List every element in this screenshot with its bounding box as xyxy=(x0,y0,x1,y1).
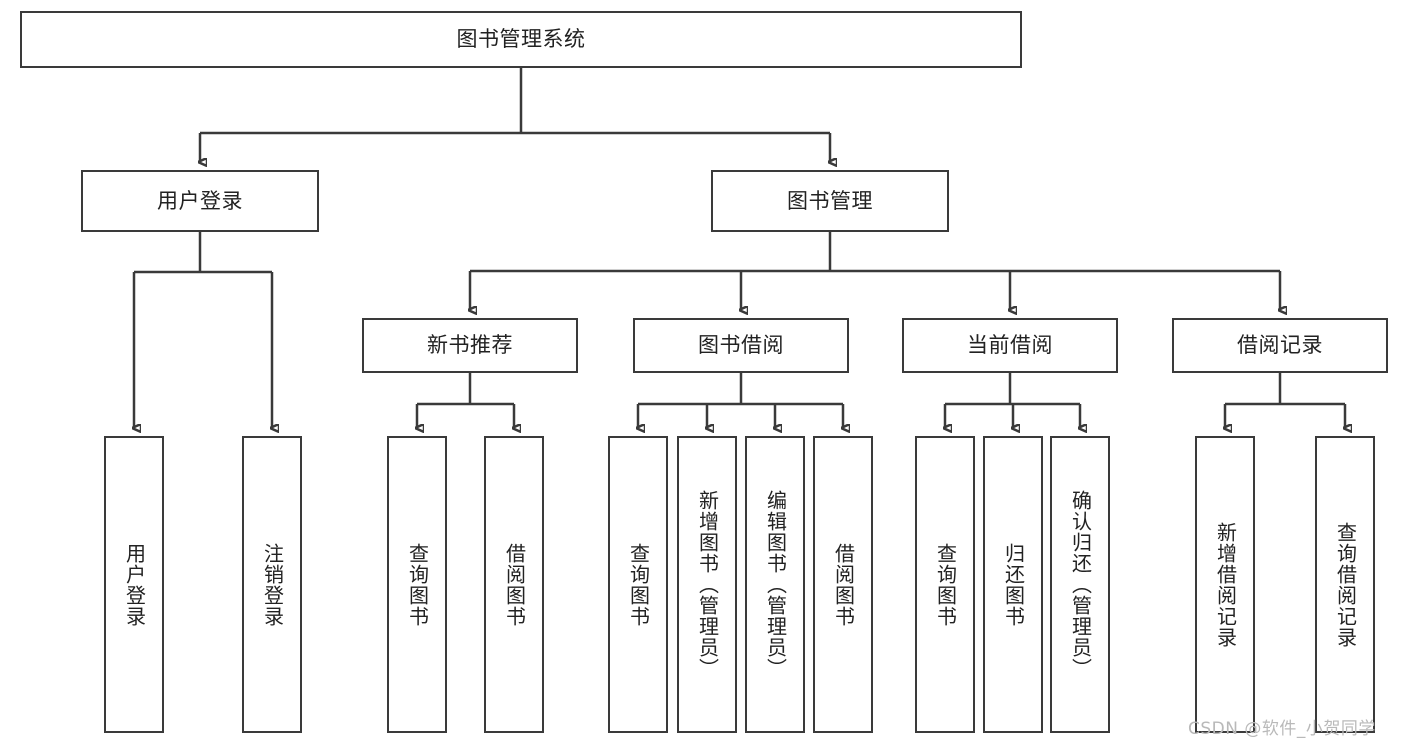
node-leaf-user-logout[interactable]: 注销登录 xyxy=(242,436,302,733)
node-leaf-borrow-book-2-label: 借阅图书 xyxy=(831,542,856,627)
node-leaf-confirm-return[interactable]: 确认归还（管理员） xyxy=(1050,436,1110,733)
node-leaf-query-book-3[interactable]: 查询图书 xyxy=(915,436,975,733)
node-leaf-query-book-1-label: 查询图书 xyxy=(405,542,430,627)
node-leaf-borrow-book-1[interactable]: 借阅图书 xyxy=(484,436,544,733)
node-new-book-recommend-label: 新书推荐 xyxy=(427,333,513,358)
node-leaf-query-book-2[interactable]: 查询图书 xyxy=(608,436,668,733)
node-new-book-recommend[interactable]: 新书推荐 xyxy=(362,318,578,373)
node-user-login-label: 用户登录 xyxy=(157,188,243,213)
node-leaf-return-book[interactable]: 归还图书 xyxy=(983,436,1043,733)
node-leaf-borrow-book-2[interactable]: 借阅图书 xyxy=(813,436,873,733)
node-leaf-edit-book[interactable]: 编辑图书（管理员） xyxy=(745,436,805,733)
csdn-watermark: CSDN @软件_小贺同学 xyxy=(1188,719,1376,739)
node-leaf-user-login[interactable]: 用户登录 xyxy=(104,436,164,733)
node-leaf-confirm-return-label: 确认归还（管理员） xyxy=(1068,490,1093,679)
node-leaf-query-book-2-label: 查询图书 xyxy=(626,542,651,627)
node-book-management-label: 图书管理 xyxy=(787,188,873,213)
node-leaf-borrow-book-1-label: 借阅图书 xyxy=(502,542,527,627)
node-leaf-add-book[interactable]: 新增图书（管理员） xyxy=(677,436,737,733)
node-borrow-record-label: 借阅记录 xyxy=(1237,333,1323,358)
node-leaf-query-record-label: 查询借阅记录 xyxy=(1333,521,1358,648)
node-leaf-query-record[interactable]: 查询借阅记录 xyxy=(1315,436,1375,733)
node-leaf-user-logout-label: 注销登录 xyxy=(260,542,285,627)
node-borrow-record[interactable]: 借阅记录 xyxy=(1172,318,1388,373)
node-user-login[interactable]: 用户登录 xyxy=(81,170,319,232)
node-book-management[interactable]: 图书管理 xyxy=(711,170,949,232)
node-leaf-edit-book-label: 编辑图书（管理员） xyxy=(763,490,788,679)
node-book-borrow-label: 图书借阅 xyxy=(698,333,784,358)
node-current-borrow[interactable]: 当前借阅 xyxy=(902,318,1118,373)
node-current-borrow-label: 当前借阅 xyxy=(967,333,1053,358)
node-root-label: 图书管理系统 xyxy=(456,27,586,52)
node-leaf-query-book-3-label: 查询图书 xyxy=(933,542,958,627)
node-leaf-return-book-label: 归还图书 xyxy=(1001,542,1026,627)
node-leaf-add-record[interactable]: 新增借阅记录 xyxy=(1195,436,1255,733)
node-leaf-user-login-label: 用户登录 xyxy=(122,542,147,627)
node-leaf-add-book-label: 新增图书（管理员） xyxy=(695,490,720,679)
node-root[interactable]: 图书管理系统 xyxy=(20,11,1022,68)
node-leaf-add-record-label: 新增借阅记录 xyxy=(1213,521,1238,648)
node-leaf-query-book-1[interactable]: 查询图书 xyxy=(387,436,447,733)
node-book-borrow[interactable]: 图书借阅 xyxy=(633,318,849,373)
